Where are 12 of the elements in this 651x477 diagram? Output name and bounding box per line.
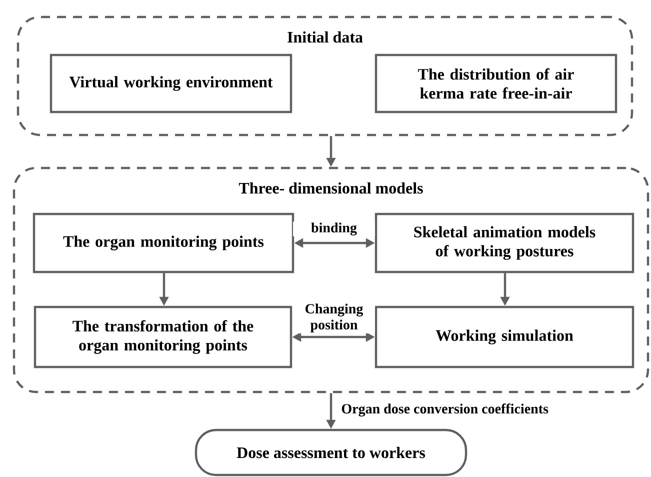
process-box: Virtual working environment xyxy=(50,54,292,114)
process-box: Working simulation xyxy=(374,306,634,368)
edge-label: binding xyxy=(293,222,375,236)
terminal-box: Dose assessment to workers xyxy=(194,428,468,476)
group-heading: Three- dimensional models xyxy=(238,182,423,194)
group-heading: Initial data xyxy=(288,31,363,43)
edge-label: Changing position xyxy=(293,302,375,334)
edge-label: Organ dose conversion coefficients xyxy=(342,404,548,416)
process-box: The transformation of the organ monitoring points xyxy=(34,306,292,368)
process-box: Skeletal animation models of working postures xyxy=(374,212,634,274)
process-box: The distribution of air kerma rate free-in-air xyxy=(374,54,618,114)
process-box: The organ monitoring points xyxy=(32,212,294,274)
